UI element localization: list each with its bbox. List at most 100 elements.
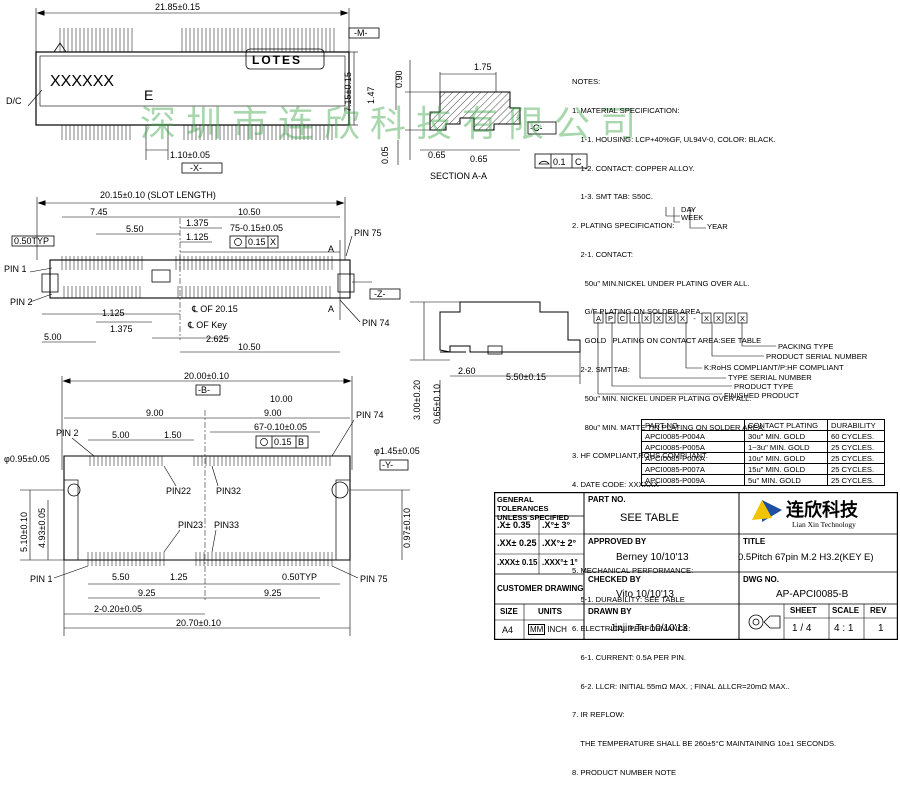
company-name-en: Lian Xin Technology xyxy=(792,520,856,529)
note-line: G/F PLATING ON SOLDER AREA. xyxy=(572,307,703,317)
note-line: 2. PLATING SPECIFICATION: xyxy=(572,221,675,231)
table-cell: APCI0085-P004A xyxy=(641,430,745,442)
dim-900b: 9.00 xyxy=(264,408,282,418)
table-header-row: PART NO. CONTACT PLATING DURABILITY xyxy=(641,419,885,431)
ang-3-place: .XXX°± 1° xyxy=(542,558,578,567)
checked-value: Vito 10/10'13 xyxy=(616,589,674,600)
label-pin1: PIN 1 xyxy=(4,264,27,274)
table-row: APCI0085-P004A 30u" MIN. GOLD 60 CYCLES. xyxy=(641,430,885,442)
label-pin33: PIN33 xyxy=(214,520,239,530)
date-code-year: YEAR xyxy=(707,222,728,231)
dim-090: 0.90 xyxy=(394,70,404,88)
pn-box-11: X xyxy=(728,314,733,323)
dim-050typ: 0.50TYP xyxy=(14,236,49,246)
datum-z: -Z- xyxy=(374,289,386,299)
pn-box-9: X xyxy=(704,314,709,323)
datum-b: -B- xyxy=(198,385,210,395)
dim-510: 5.10±0.10 xyxy=(19,512,29,552)
note-line: 50u" MIN. NICKEL UNDER PLATING OVER ALL. xyxy=(572,393,752,403)
pn-box-12: X xyxy=(740,314,745,323)
customer-drawing-label: CUSTOMER DRAWING xyxy=(497,584,584,593)
pn-legend-product-type: PRODUCT TYPE xyxy=(734,382,793,391)
note-line: 5-1. DURABILITY: SEE TABLE xyxy=(572,595,685,605)
dim-925a: 9.25 xyxy=(138,588,156,598)
pn-box-1: P xyxy=(608,314,613,323)
dim-pitch: 1.10±0.05 xyxy=(170,150,210,160)
table-cell: APCI0085-P009A xyxy=(641,474,745,486)
table-cell: 15u" MIN. GOLD xyxy=(744,463,828,475)
section-a-a-view xyxy=(395,60,588,169)
rev-value: 1 xyxy=(878,623,884,634)
note-line: 6-1. CURRENT: 0.5A PER PIN. xyxy=(572,652,686,662)
drawing-canvas: 21.85±0.15 LOTES XXXXXX E D/C 1.10±0.05 … xyxy=(4,2,868,636)
note-line: 6. ELECTRICAL PERFORMANCE: xyxy=(572,624,691,634)
dim-1375b: 1.375 xyxy=(110,324,133,334)
approved-value: Berney 10/10'13 xyxy=(616,552,689,563)
pn-legend-rohs: K:RoHS COMPLIANT/P:HF COMPLIANT xyxy=(704,363,844,372)
table-row: APCI0085-P009A 5u" MIN. GOLD 25 CYCLES. xyxy=(641,474,885,486)
dim-550-side: 5.50±0.15 xyxy=(506,372,546,382)
dim-67: 67-0.10±0.05 xyxy=(254,422,307,432)
pn-box-10: X xyxy=(716,314,721,323)
label-pin75: PIN 75 xyxy=(354,228,382,238)
pn-legend-packing: PACKING TYPE xyxy=(778,342,833,351)
table-cell: 25 CYCLES. xyxy=(827,474,885,486)
label-pin74-bottom: PIN 74 xyxy=(356,410,384,420)
tol-015-b: 0.15 xyxy=(274,437,292,447)
dim-150: 1.50 xyxy=(164,430,182,440)
note-line: 1-3. SMT TAB: S50C. xyxy=(572,192,654,202)
pn-box-5: X xyxy=(656,314,661,323)
dim-500-bottom: 5.00 xyxy=(112,430,130,440)
pn-box-7: X xyxy=(680,314,685,323)
dim-1000: 10.00 xyxy=(270,394,293,404)
pn-box-3: I xyxy=(633,314,635,323)
datum-y: -Y- xyxy=(382,460,393,470)
company-name-cn: 连欣科技 xyxy=(786,500,858,521)
note-line: 7. IR REFLOW: xyxy=(572,710,625,720)
dim-1375a: 1.375 xyxy=(186,218,209,228)
letter-e: E xyxy=(144,87,153,103)
side-view xyxy=(410,301,581,420)
label-pin2: PIN 2 xyxy=(10,297,33,307)
section-title: SECTION A-A xyxy=(430,171,487,181)
scale-value: 4 : 1 xyxy=(834,623,854,634)
approved-label: APPROVED BY xyxy=(588,537,647,546)
dim-550: 5.50 xyxy=(126,224,144,234)
part-no-label: PART NO. xyxy=(588,495,626,504)
table-cell: 5u" MIN. GOLD xyxy=(744,474,828,486)
dim-height: 7.15±0.15 xyxy=(343,72,353,112)
label-pin2-bottom: PIN 2 xyxy=(56,428,79,438)
ang-1-place: .X°± 3° xyxy=(542,520,571,530)
drawn-value: Jinjin.Tu 10/10'13 xyxy=(610,623,688,634)
section-mark-a-top: A xyxy=(328,244,334,254)
dim-175: 1.75 xyxy=(474,62,492,72)
footprint-view xyxy=(11,197,401,353)
table-cell: 25 CYCLES. xyxy=(827,463,885,475)
centerline-2015: ℄ OF 20.15 xyxy=(191,304,238,314)
dim-500: 5.00 xyxy=(44,332,62,342)
note-line: GOLD PLATING ON CONTACT AREA:SEE TABLE xyxy=(572,336,762,346)
notes-leaders xyxy=(597,207,776,395)
table-row: APCI0085-P005A 1~3u" MIN. GOLD 25 CYCLES… xyxy=(641,441,885,453)
label-pin1-bottom: PIN 1 xyxy=(30,574,53,584)
units-inch: INCH xyxy=(547,625,567,634)
dim-065b: 0.65 xyxy=(470,154,488,164)
table-cell: 25 CYCLES. xyxy=(827,452,885,464)
dim-2x020: 2-0.20±0.05 xyxy=(94,604,142,614)
datum-c: -C- xyxy=(530,123,543,133)
hole-left-dia: φ0.95±0.05 xyxy=(4,454,50,464)
pn-box-8: - xyxy=(693,314,696,323)
drawn-label: DRAWN BY xyxy=(588,607,632,616)
checked-label: CHECKED BY xyxy=(588,575,641,584)
label-pin23: PIN23 xyxy=(178,520,203,530)
ang-2-place: .XX°± 2° xyxy=(542,538,577,548)
dim-2625: 2.625 xyxy=(206,334,229,344)
dim-065: 0.65±0.10 xyxy=(432,384,442,424)
table-cell: 10u" MIN. GOLD xyxy=(744,452,828,464)
brand-label: LOTES xyxy=(252,53,302,67)
company-logo xyxy=(752,500,782,522)
pn-box-6: X xyxy=(668,314,673,323)
watermark: 深圳市连欣科技有限公司 xyxy=(140,103,646,144)
product-number-boxes: A P C I X X X X - X X X X xyxy=(593,312,748,324)
